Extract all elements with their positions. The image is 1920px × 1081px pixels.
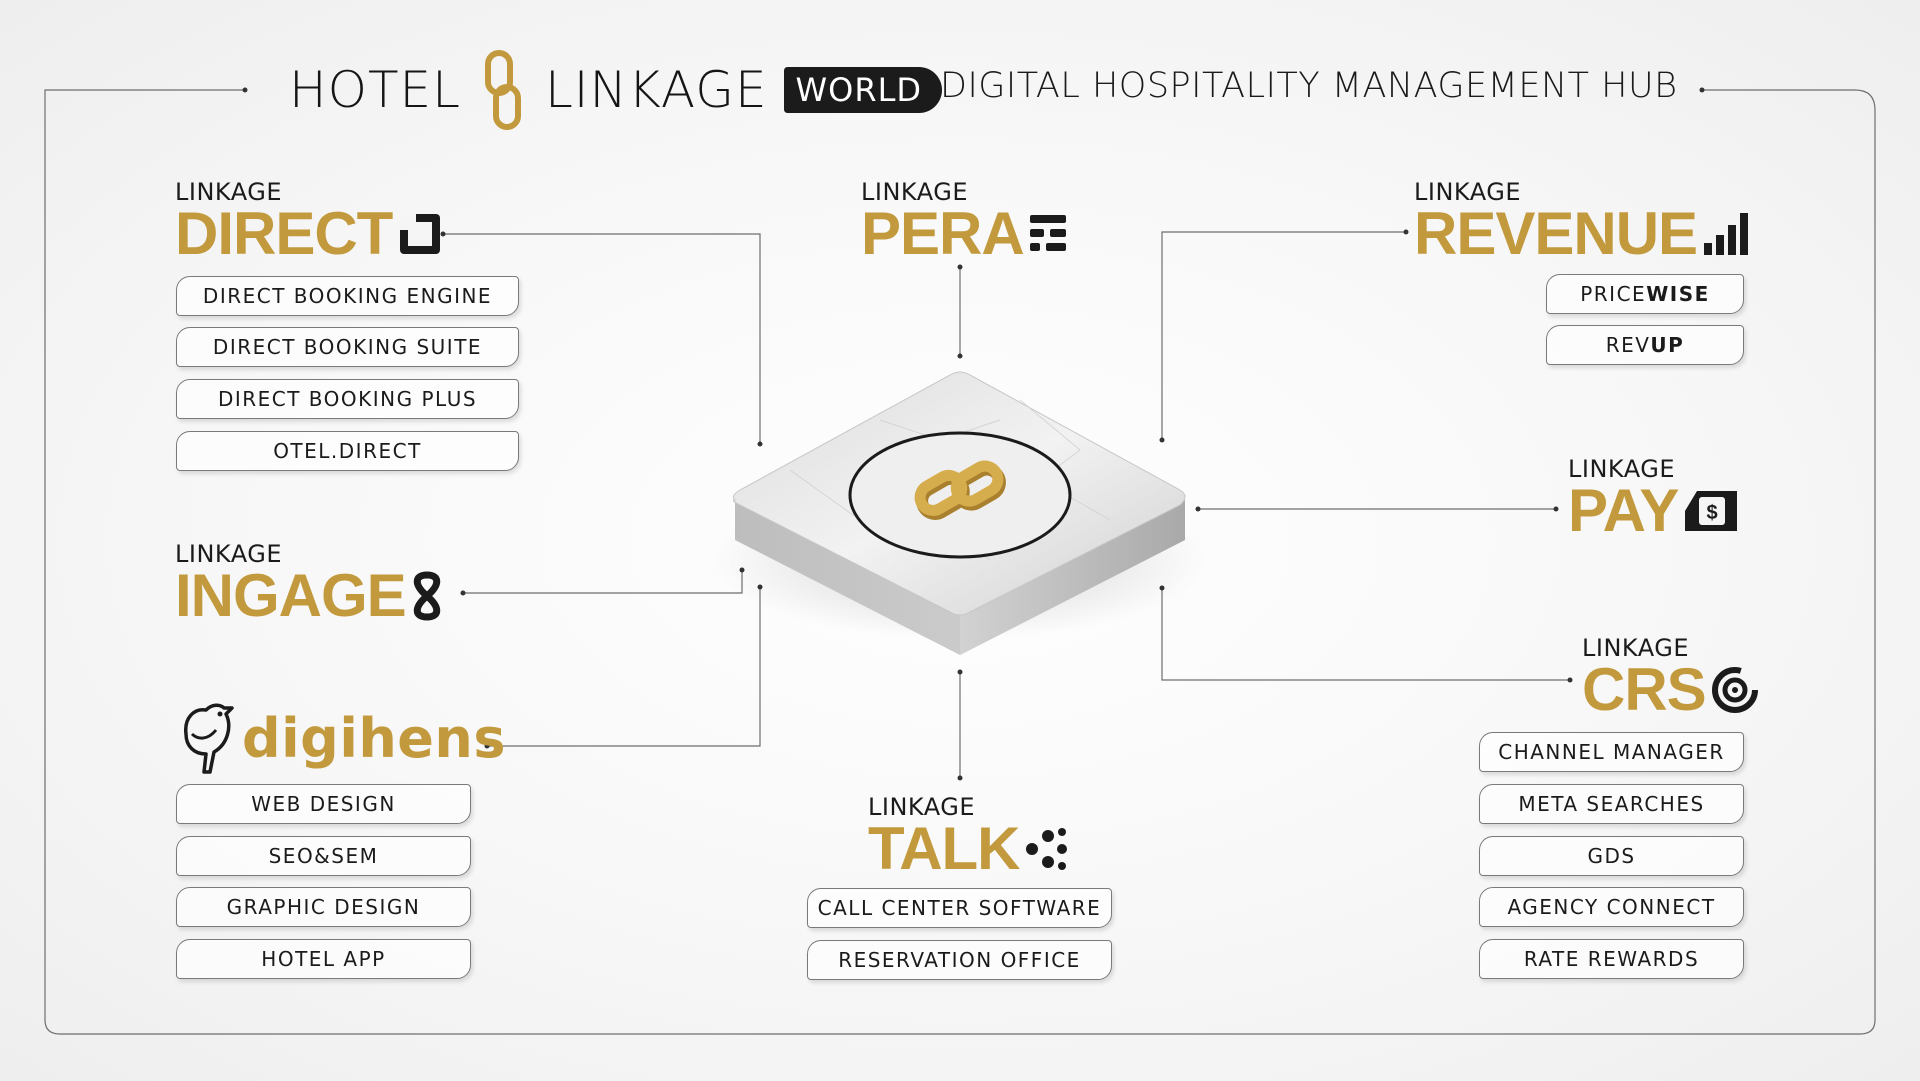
pill-direct-booking-engine[interactable]: DIRECT BOOKING ENGINE [176, 276, 519, 316]
logo-linkage-ingage: LINKAGE INGAGE [175, 542, 444, 626]
brand-world-badge: WORLD [783, 67, 943, 113]
dash-grid-icon [1030, 215, 1067, 251]
connector-lines [443, 231, 1570, 778]
infinity-loop-icon [413, 571, 441, 621]
pill-meta-searches[interactable]: META SEARCHES [1479, 784, 1744, 824]
dots-cluster-icon [1025, 828, 1067, 870]
brand-hotel: HOTEL [289, 61, 461, 119]
pill-light-text: REV [1605, 333, 1651, 357]
dollar-card-icon: $ [1684, 491, 1737, 531]
logo-name: PERA [861, 200, 1025, 267]
pill-direct-booking-suite[interactable]: DIRECT BOOKING SUITE [176, 327, 519, 367]
logo-digihens: digihens [176, 700, 506, 776]
pill-otel-direct[interactable]: OTEL.DIRECT [176, 431, 519, 471]
bar-chart-icon [1703, 213, 1748, 255]
logo-name: REVENUE [1414, 200, 1698, 267]
square-bracket-icon [399, 214, 440, 254]
logo-prefix: LINKAGE [175, 540, 282, 568]
connector-revenue [1161, 231, 1406, 440]
brand-header: HOTEL LINKAGE WORLD [289, 50, 943, 130]
pill-hotel-app[interactable]: HOTEL APP [176, 939, 471, 979]
pill-reservation-office[interactable]: RESERVATION OFFICE [807, 940, 1112, 980]
hen-icon [184, 703, 234, 774]
logo-prefix: LINKAGE [175, 178, 282, 206]
pill-direct-booking-plus[interactable]: DIRECT BOOKING PLUS [176, 379, 519, 419]
chain-link-icon [914, 460, 1006, 520]
logo-name: INGAGE [175, 562, 407, 629]
pill-call-center-software[interactable]: CALL CENTER SOFTWARE [807, 888, 1112, 928]
central-hub [710, 371, 1210, 655]
logo-name: TALK [868, 815, 1021, 882]
logo-name: CRS [1582, 656, 1707, 723]
logo-name: digihens [242, 706, 506, 770]
logo-linkage-pera: LINKAGE PERA [861, 180, 1068, 264]
pill-seo-sem[interactable]: SEO&SEM [176, 836, 471, 876]
logo-linkage-revenue: LINKAGE REVENUE [1414, 180, 1752, 264]
brand-linkage: LINKAGE [544, 61, 768, 119]
pill-light-text: PRICE [1580, 282, 1647, 306]
pill-bold-text: WISE [1646, 282, 1710, 306]
logo-name: DIRECT [175, 200, 393, 267]
pill-bold-text: UP [1650, 333, 1685, 357]
pill-agency-connect[interactable]: AGENCY CONNECT [1479, 887, 1744, 927]
connector-ingage [463, 570, 743, 594]
logo-name: PAY [1568, 477, 1679, 544]
logo-linkage-crs: LINKAGE CRS [1582, 636, 1760, 720]
chain-logo-icon [484, 50, 521, 130]
logo-prefix: LINKAGE [1414, 178, 1521, 206]
connector-crs [1161, 588, 1570, 681]
logo-prefix: LINKAGE [868, 793, 975, 821]
logo-prefix: LINKAGE [861, 178, 968, 206]
page-tagline: DIGITAL HOSPITALITY MANAGEMENT HUB [940, 66, 1678, 106]
pill-web-design[interactable]: WEB DESIGN [176, 784, 471, 824]
target-ring-icon [1712, 667, 1759, 713]
pill-graphic-design[interactable]: GRAPHIC DESIGN [176, 887, 471, 927]
pill-gds[interactable]: GDS [1479, 836, 1744, 876]
logo-prefix: LINKAGE [1582, 634, 1689, 662]
connector-direct [443, 233, 761, 444]
logo-linkage-talk: LINKAGE TALK [868, 795, 1068, 879]
pill-channel-manager[interactable]: CHANNEL MANAGER [1479, 732, 1744, 772]
connector-digihens [487, 587, 761, 747]
logo-linkage-direct: LINKAGE DIRECT [175, 180, 443, 264]
logo-linkage-pay: LINKAGE PAY $ [1568, 457, 1739, 541]
logo-prefix: LINKAGE [1568, 455, 1675, 483]
svg-text:$: $ [1706, 502, 1717, 524]
pill-rate-rewards[interactable]: RATE REWARDS [1479, 939, 1744, 979]
